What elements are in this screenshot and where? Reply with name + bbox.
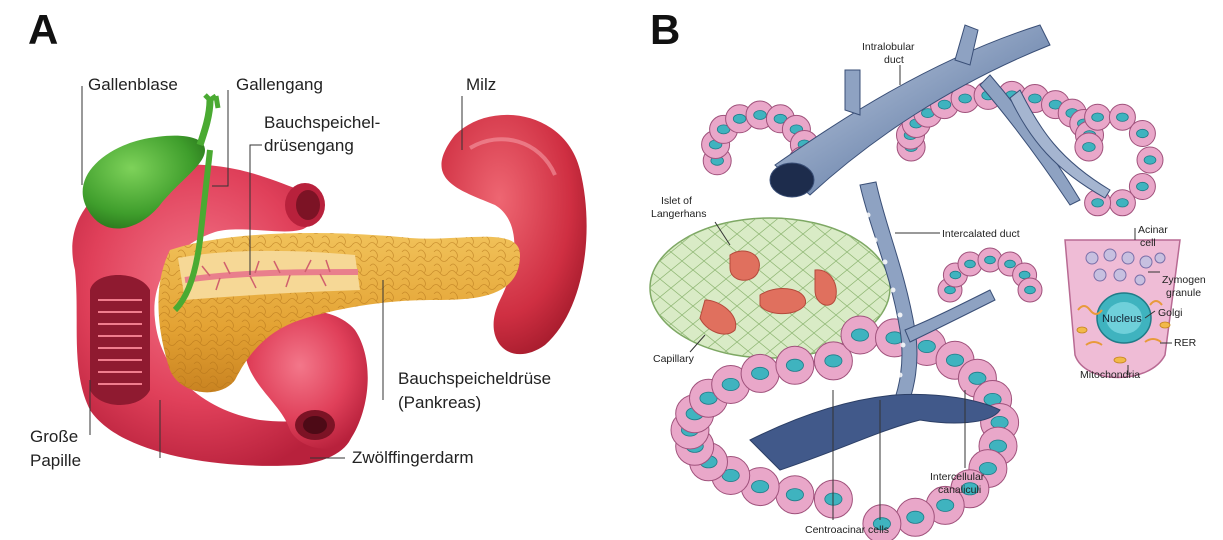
upper-acinar-cell-nucleus (1137, 182, 1149, 190)
label-grosse-papille-2: Papille (30, 451, 81, 470)
upper-acinar-cell-nucleus (985, 256, 996, 264)
label-zymogen-1: Zymogen (1162, 274, 1206, 286)
label-centroacinar-cells: Centroacinar cells (805, 524, 889, 536)
upper-acinar-cell-nucleus (1144, 156, 1156, 164)
upper-acinar-cell-nucleus (1029, 94, 1042, 103)
label-gallengang: Gallengang (236, 75, 323, 94)
lower-acinar-cell-nucleus (946, 354, 963, 366)
label-intercalated-duct: Intercalated duct (942, 228, 1020, 240)
label-milz: Milz (466, 75, 496, 94)
label-zwoelffingerdarm: Zwölffingerdarm (352, 448, 474, 467)
lower-acinar-cell-nucleus (825, 355, 842, 367)
upper-acinar-cell-nucleus (950, 271, 961, 279)
lower-acinar-cell-nucleus (918, 340, 935, 352)
upper-acinar-cell-nucleus (1092, 113, 1104, 121)
label-pankreas-2: (Pankreas) (398, 393, 481, 412)
label-intercellular-2: canaliculi (938, 484, 981, 496)
spleen (441, 115, 586, 354)
lower-acinar-cell-nucleus (937, 499, 954, 511)
label-acinar-2: cell (1140, 237, 1156, 249)
lower-acinar-cell-nucleus (851, 329, 868, 341)
lower-acinar-cell-nucleus (907, 511, 924, 523)
label-zymogen-2: granule (1166, 287, 1201, 299)
label-golgi: Golgi (1158, 307, 1183, 319)
upper-acinar-cell-nucleus (1117, 113, 1129, 121)
upper-acinar-cell-nucleus (733, 114, 746, 123)
upper-acinar-cell-nucleus (1137, 129, 1149, 137)
label-acinar-1: Acinar (1138, 224, 1168, 236)
label-pankreas-1: Bauchspeicheldrüse (398, 369, 551, 388)
label-bauchspeicheldruesengang-2: drüsengang (264, 136, 354, 155)
label-intralobular-2: duct (884, 54, 904, 66)
upper-acinar-cell-nucleus (1083, 143, 1096, 152)
lower-acinar-cell-nucleus (786, 359, 803, 371)
label-grosse-papille-1: Große (30, 427, 78, 446)
label-capillary: Capillary (653, 353, 695, 365)
upper-acinar-cell-nucleus (1025, 286, 1036, 294)
lower-acinar-cell-nucleus (752, 367, 769, 379)
label-mitochondria: Mitochondria (1080, 369, 1140, 381)
upper-acinar-cell-nucleus (959, 94, 972, 103)
label-islet-2: Langerhans (651, 208, 706, 220)
upper-acinar-cell-nucleus (754, 111, 767, 120)
lower-acinar-cell-nucleus (786, 489, 803, 501)
upper-acinar-cell-nucleus (938, 100, 951, 109)
upper-acinar-cell-nucleus (1092, 199, 1104, 207)
label-nucleus: Nucleus (1102, 313, 1142, 325)
upper-acinar-cell-nucleus (965, 260, 976, 268)
lower-acinar-cell-nucleus (752, 481, 769, 493)
panel-a-letter: A (28, 6, 58, 53)
upper-acinar-cell-nucleus (1117, 199, 1129, 207)
label-intercellular-1: Intercellular (930, 471, 985, 483)
panel-b-letter: B (650, 6, 680, 53)
label-islet-1: Islet of (661, 195, 692, 207)
upper-acinar-cell-nucleus (1005, 260, 1016, 268)
label-gallenblase: Gallenblase (88, 75, 178, 94)
label-intralobular-1: Intralobular (862, 41, 915, 53)
label-bauchspeicheldruesengang-1: Bauchspeichel- (264, 113, 380, 132)
label-rer: RER (1174, 337, 1197, 349)
lower-acinar-cell-nucleus (722, 378, 739, 390)
